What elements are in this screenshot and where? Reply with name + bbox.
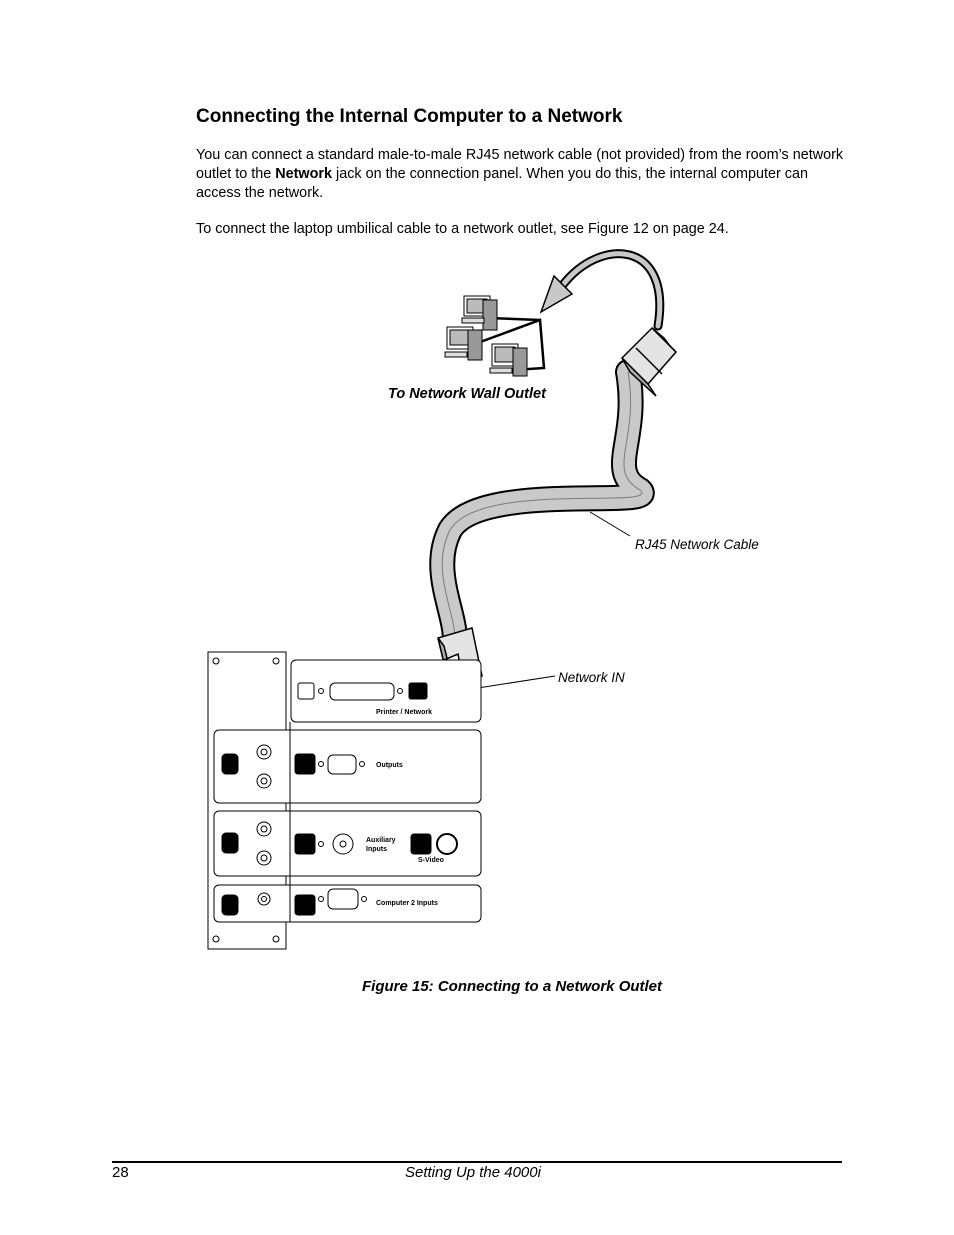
panel-label-inputs: Inputs (366, 846, 387, 853)
panel-label-printer-network: Printer / Network (376, 709, 432, 716)
panel-label-computer2-inputs: Computer 2 Inputs (376, 900, 438, 907)
panel-label-outputs: Outputs (376, 762, 403, 769)
umbilical-paragraph: To connect the laptop umbilical cable to… (196, 221, 729, 237)
network-bold-term: Network (275, 166, 332, 182)
panel-label-auxiliary: Auxiliary (366, 837, 396, 844)
intro-text-start: You can connect a standard male-to-male … (196, 147, 844, 182)
label-rj45-cable: RJ45 Network Cable (635, 537, 759, 552)
rj45-cable (429, 359, 655, 653)
curved-arrow-icon (539, 249, 665, 331)
page-number: 28 (112, 1164, 129, 1181)
label-network-wall-outlet: To Network Wall Outlet (388, 386, 546, 402)
label-network-in: Network IN (558, 670, 625, 685)
panel-label-s-video: S-Video (418, 857, 444, 864)
rj45-plug-top-icon (620, 326, 678, 397)
figure-caption: Figure 15: Connecting to a Network Outle… (362, 978, 663, 995)
section-heading: Connecting the Internal Computer to a Ne… (196, 106, 623, 127)
intro-paragraph: You can connect a standard male-to-male … (196, 146, 846, 203)
running-title: Setting Up the 4000i (405, 1164, 541, 1181)
connection-panel (207, 651, 482, 950)
networked-computers-icon (444, 295, 546, 377)
intro-text-end: jack on the connection panel. When you d… (196, 166, 808, 201)
footer-rule (112, 1161, 842, 1163)
